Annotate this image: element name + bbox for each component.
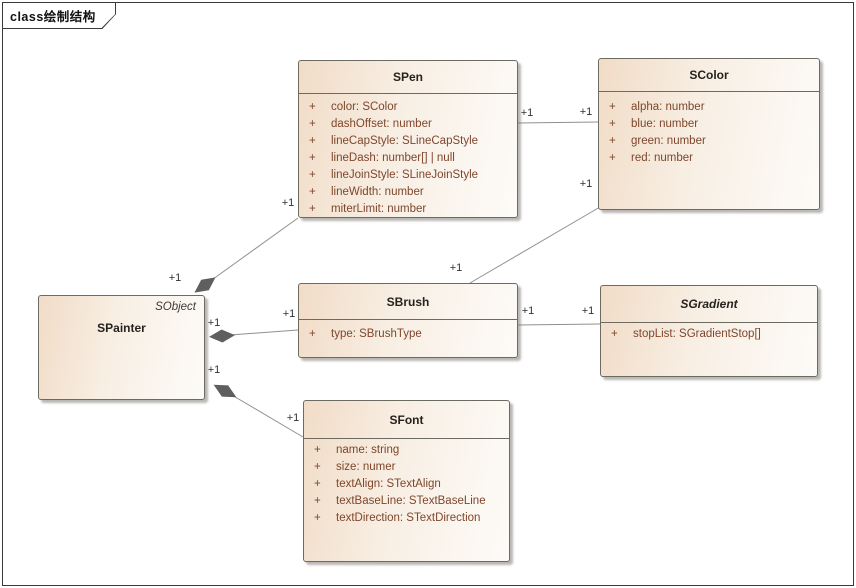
connector-sbrush-scolor[interactable] (469, 206, 601, 284)
attribute-row: +red: number (609, 152, 694, 164)
class-box-spainter[interactable]: SObject SPainter (38, 295, 205, 400)
multiplicity-label[interactable]: +1 (168, 272, 182, 284)
multiplicity-label[interactable]: +1 (207, 317, 221, 329)
attribute-row: +type: SBrushType (309, 328, 422, 340)
multiplicity-label[interactable]: +1 (207, 364, 221, 376)
connector-spen-scolor[interactable] (517, 121, 599, 124)
attribute-row: +lineWidth: number (309, 186, 424, 198)
multiplicity-label[interactable]: +1 (520, 107, 534, 119)
class-title: SFont (304, 401, 509, 439)
multiplicity-label[interactable]: +1 (286, 412, 300, 424)
multiplicity-label[interactable]: +1 (281, 197, 295, 209)
multiplicity-label[interactable]: +1 (449, 262, 463, 274)
attributes-compartment: +color: SColor +dashOffset: number +line… (299, 94, 517, 218)
class-box-scolor[interactable]: SColor +alpha: number +blue: number +gre… (598, 58, 820, 210)
multiplicity-label[interactable]: +1 (579, 106, 593, 118)
attribute-row: +stopList: SGradientStop[] (611, 328, 761, 340)
connector-sbrush-sgradient[interactable] (517, 323, 601, 326)
class-title: SColor (599, 59, 819, 92)
attribute-row: +name: string (314, 444, 400, 456)
attribute-row: +green: number (609, 135, 706, 147)
composition-diamond-icon (213, 384, 237, 398)
attribute-row: +blue: number (609, 118, 699, 130)
frame-tab-face: class绘制结构 (3, 3, 115, 28)
attribute-row: +textDirection: STextDirection (314, 512, 481, 524)
multiplicity-label[interactable]: +1 (581, 305, 595, 317)
class-title: SBrush (299, 284, 517, 320)
frame-tab: class绘制结构 (2, 2, 116, 29)
attribute-row: +alpha: number (609, 101, 705, 113)
attribute-row: +miterLimit: number (309, 203, 427, 215)
attribute-row: +dashOffset: number (309, 118, 432, 130)
attributes-compartment: +alpha: number +blue: number +green: num… (599, 92, 819, 167)
composition-diamond-icon (209, 329, 235, 343)
class-box-spen[interactable]: SPen +color: SColor +dashOffset: number … (298, 60, 518, 218)
class-box-sgradient[interactable]: SGradient +stopList: SGradientStop[] (600, 285, 818, 377)
attribute-row: +textBaseLine: STextBaseLine (314, 495, 486, 507)
frame-label: class绘制结构 (10, 10, 96, 24)
attribute-row: +color: SColor (309, 101, 398, 113)
attribute-row: +lineDash: number[] | null (309, 152, 455, 164)
class-title: SPainter (97, 321, 146, 335)
class-title: SGradient (601, 286, 817, 323)
attributes-compartment: +type: SBrushType (299, 320, 517, 343)
multiplicity-label[interactable]: +1 (521, 305, 535, 317)
stereotype-label: SObject (155, 301, 196, 313)
attribute-row: +textAlign: STextAlign (314, 478, 441, 490)
composition-diamond-icon (194, 277, 216, 293)
multiplicity-label[interactable]: +1 (579, 178, 593, 190)
connector-spainter-spen[interactable] (201, 217, 299, 288)
attributes-compartment: +name: string +size: numer +textAlign: S… (304, 439, 509, 527)
attribute-row: +size: numer (314, 461, 396, 473)
class-title: SPen (299, 61, 517, 94)
multiplicity-label[interactable]: +1 (282, 308, 296, 320)
attribute-row: +lineJoinStyle: SLineJoinStyle (309, 169, 479, 181)
attribute-row: +lineCapStyle: SLineCapStyle (309, 135, 479, 147)
class-box-sbrush[interactable]: SBrush +type: SBrushType (298, 283, 518, 358)
class-box-sfont[interactable]: SFont +name: string +size: numer +textAl… (303, 400, 510, 562)
attributes-compartment: +stopList: SGradientStop[] (601, 323, 817, 343)
